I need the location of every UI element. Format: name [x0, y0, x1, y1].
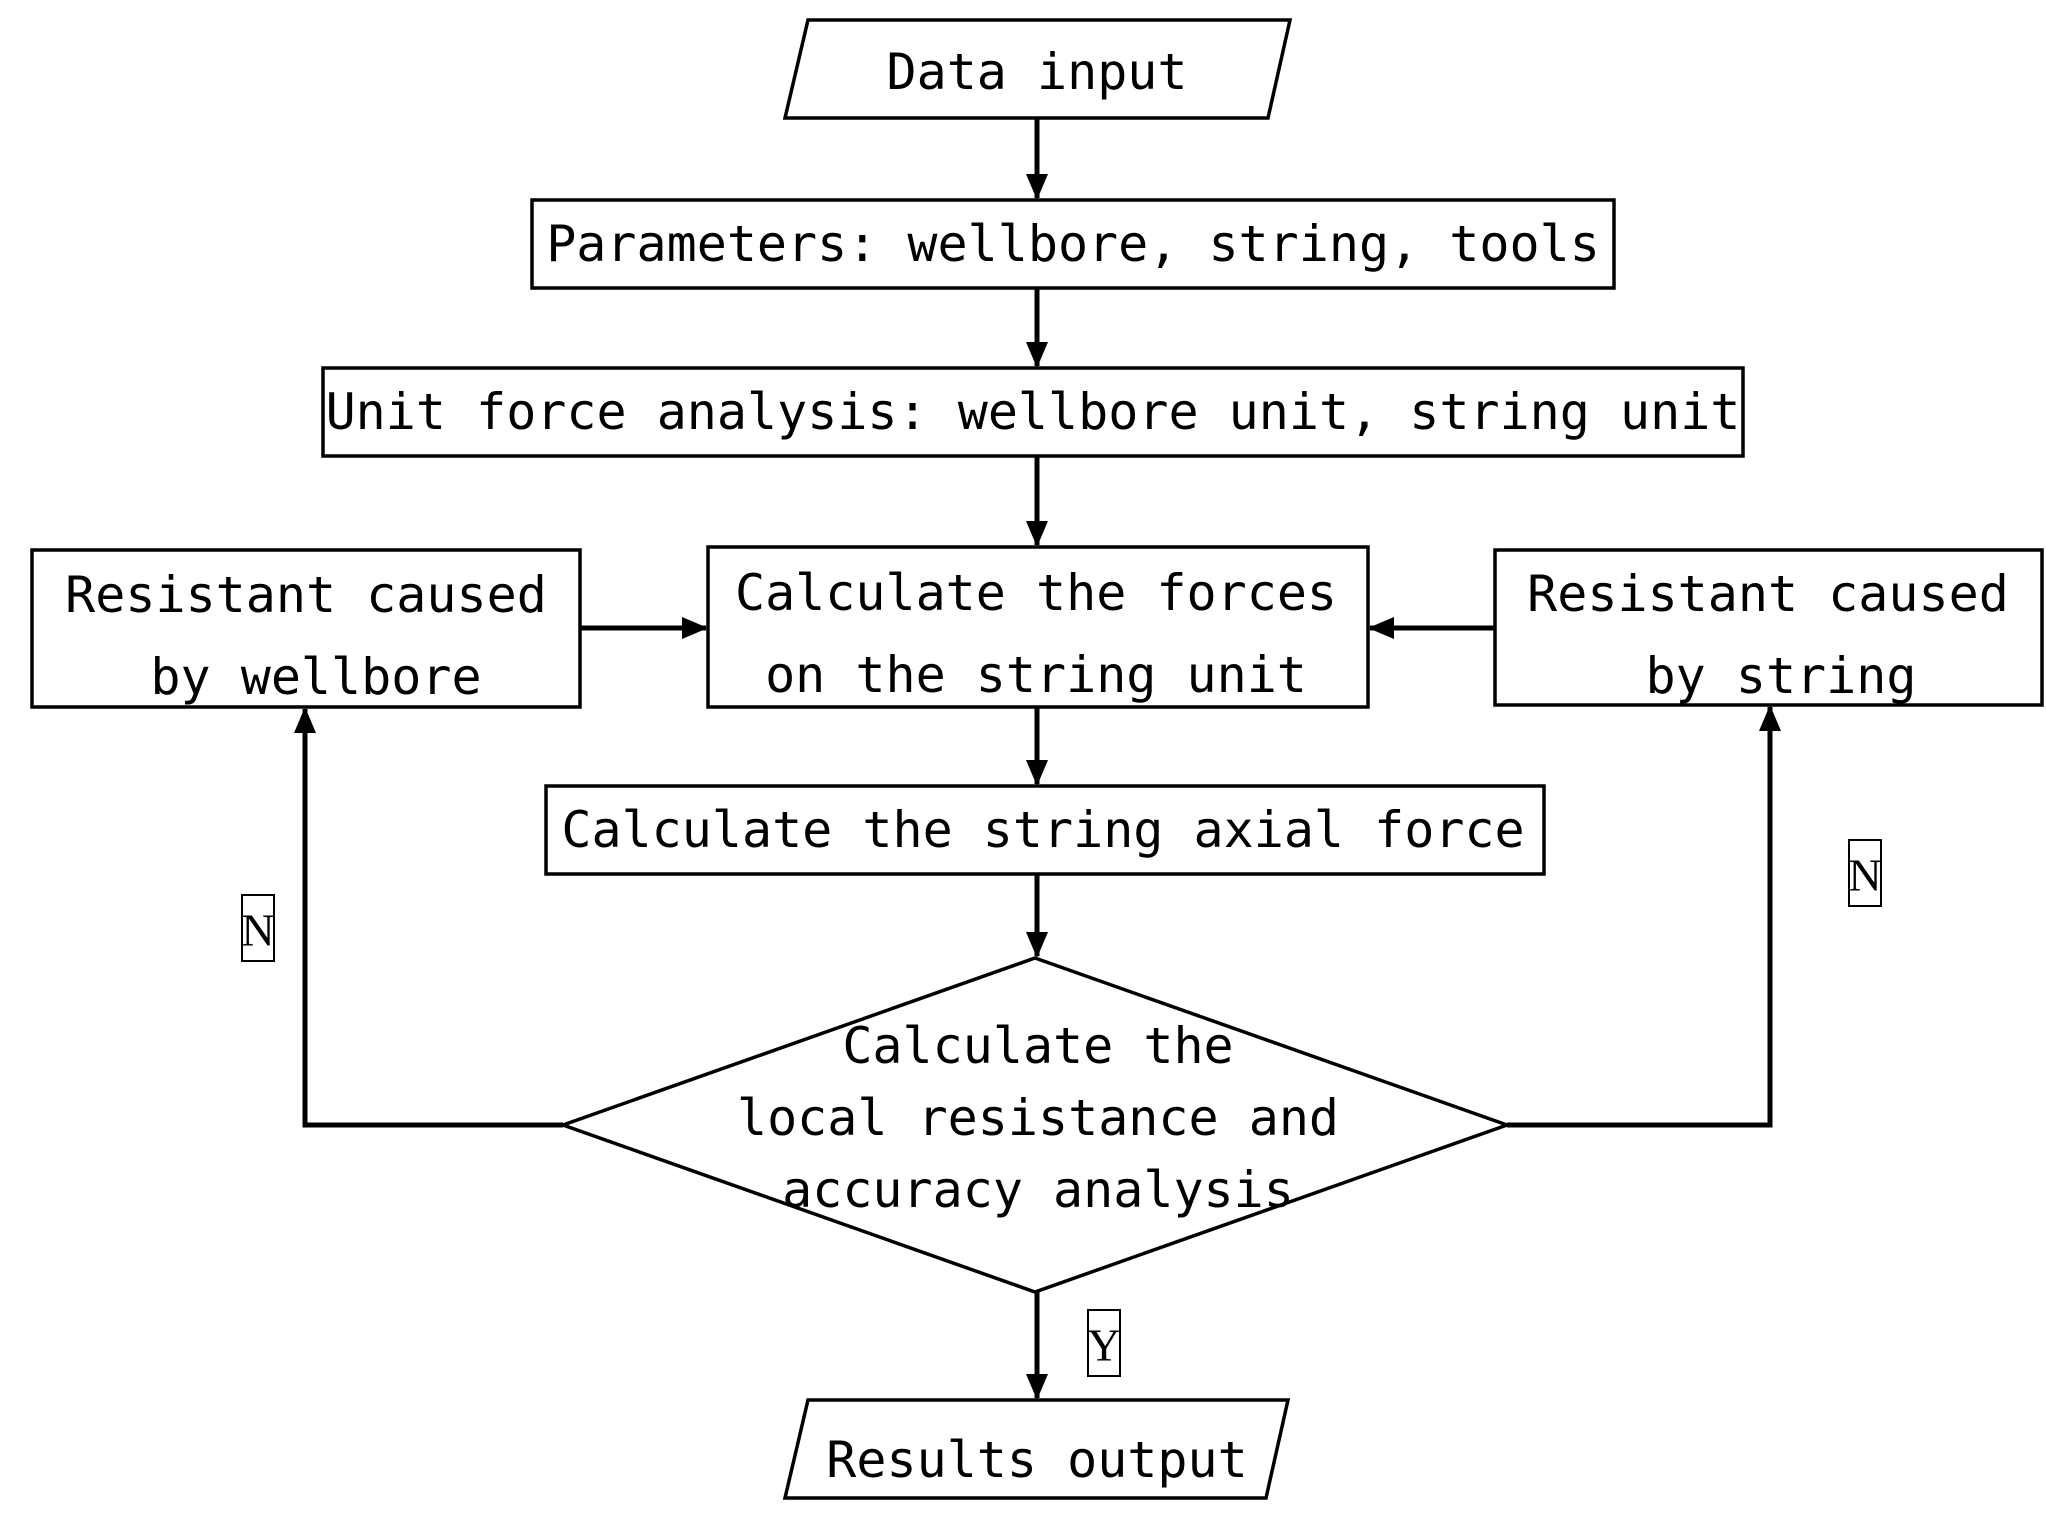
- node-results-output: Results output: [782, 1398, 1291, 1500]
- branch-label-no-right: N: [1848, 839, 1882, 907]
- calc-forces-line-1: Calculate the forces: [735, 564, 1337, 622]
- node-resistant-string: Resistant caused by string: [1493, 548, 2044, 707]
- resistant-string-line-1: Resistant caused: [1527, 565, 2009, 623]
- decision-line-1: Calculate the: [842, 1017, 1233, 1075]
- axial-force-label: Calculate the string axial force: [561, 801, 1524, 859]
- node-parameters: Parameters: wellbore, string, tools: [530, 198, 1616, 290]
- branch-label-no-left: N: [241, 894, 275, 962]
- branch-label-no-left-text: N: [241, 905, 274, 956]
- node-data-input: Data input: [782, 18, 1293, 120]
- parameters-label: Parameters: wellbore, string, tools: [546, 215, 1600, 273]
- branch-label-yes: Y: [1087, 1309, 1121, 1377]
- node-decision: Calculate the local resistance and accur…: [557, 956, 1513, 1294]
- unit-force-analysis-label: Unit force analysis: wellbore unit, stri…: [326, 383, 1741, 441]
- branch-label-yes-text: Y: [1087, 1320, 1120, 1371]
- node-calc-forces: Calculate the forces on the string unit: [706, 545, 1370, 709]
- branch-label-no-right-text: N: [1848, 850, 1881, 901]
- calc-forces-line-2: on the string unit: [765, 646, 1307, 704]
- edge-decision-no-left: [294, 707, 563, 1128]
- resistant-wellbore-line-2: by wellbore: [150, 648, 481, 706]
- node-axial-force: Calculate the string axial force: [544, 784, 1546, 876]
- node-unit-force-analysis: Unit force analysis: wellbore unit, stri…: [321, 366, 1745, 458]
- node-resistant-wellbore: Resistant caused by wellbore: [30, 548, 582, 709]
- resistant-wellbore-line-1: Resistant caused: [65, 566, 547, 624]
- decision-line-2: local resistance and: [737, 1089, 1339, 1147]
- edge-decision-no-right: [1507, 705, 1781, 1128]
- results-output-label: Results output: [826, 1431, 1247, 1489]
- decision-line-3: accuracy analysis: [782, 1161, 1294, 1219]
- data-input-label: Data input: [886, 43, 1187, 101]
- resistant-string-line-2: by string: [1646, 647, 1917, 705]
